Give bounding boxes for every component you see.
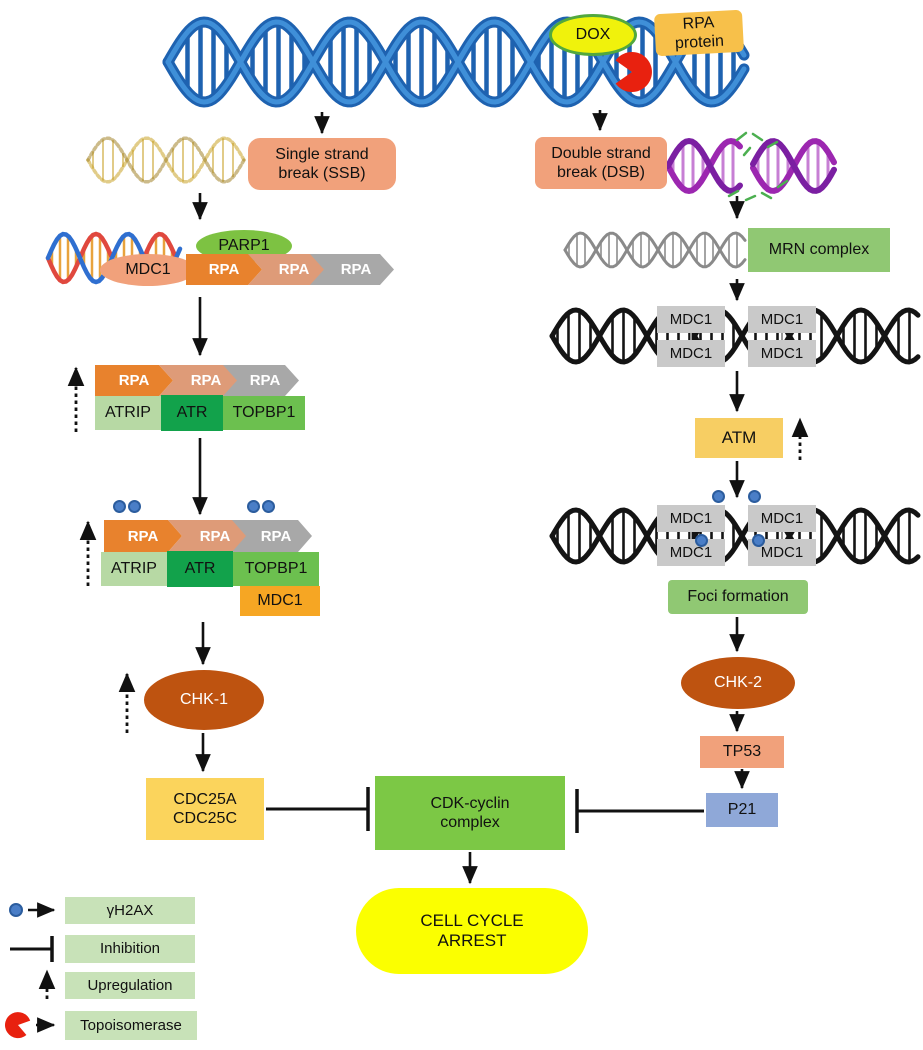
dsb-node: Double strand break (DSB) bbox=[535, 137, 667, 189]
cdk-cyclin-label: CDK-cyclin complex bbox=[430, 794, 510, 831]
cell-cycle-arrest-label: CELL CYCLE ARREST bbox=[420, 910, 524, 950]
legend-item-h2ax: γH2AX bbox=[65, 897, 195, 924]
rpa-chevron: RPA bbox=[104, 520, 182, 552]
mdc1-dna-helix-1 bbox=[549, 307, 921, 365]
dsb-label: Double strand break (DSB) bbox=[551, 144, 651, 181]
rpa-chevron: RPA bbox=[310, 254, 394, 285]
cdc25a-label: CDC25A bbox=[173, 790, 237, 808]
mdc1-box: MDC1 bbox=[657, 340, 725, 367]
flow-arrows bbox=[28, 110, 750, 1033]
cell-cycle-arrest-node: CELL CYCLE ARREST bbox=[356, 888, 588, 974]
h2ax-dot bbox=[262, 500, 275, 513]
top-dna-helix bbox=[162, 16, 750, 108]
mrn-complex-node: MRN complex bbox=[748, 228, 890, 272]
h2ax-dot bbox=[748, 490, 761, 503]
foci-formation-node: Foci formation bbox=[668, 580, 808, 614]
h2ax-dot bbox=[113, 500, 126, 513]
mdc1-dna-helix-2 bbox=[549, 507, 921, 565]
dna-debris bbox=[727, 131, 789, 202]
h2ax-dot bbox=[695, 534, 708, 547]
topoisomerase-icon bbox=[615, 52, 652, 92]
mdc1-node-complex: MDC1 bbox=[240, 586, 320, 616]
mdc1-connectors bbox=[690, 333, 783, 539]
ssb-label: Single strand break (SSB) bbox=[275, 145, 369, 182]
atm-node: ATM bbox=[695, 418, 783, 458]
cdk-cyclin-node: CDK-cyclin complex bbox=[375, 776, 565, 850]
chk2-node: CHK-2 bbox=[681, 657, 795, 709]
mdc1-box: MDC1 bbox=[748, 306, 816, 333]
chk1-node: CHK-1 bbox=[144, 670, 264, 730]
topoisomerase-icon bbox=[4, 1012, 31, 1039]
inhibition-lines bbox=[10, 787, 704, 962]
atr-node: ATR bbox=[167, 551, 233, 587]
dsb-dna-helix bbox=[665, 137, 837, 195]
topbp1-node: TOPBP1 bbox=[223, 396, 305, 430]
legend-item-upregulation: Upregulation bbox=[65, 972, 195, 999]
rpa-chevron: RPA bbox=[95, 365, 173, 396]
damaged-dna-helix bbox=[86, 136, 246, 184]
atrip-node: ATRIP bbox=[95, 396, 161, 430]
rpa-protein-label: RPA protein bbox=[674, 14, 725, 53]
h2ax-dot-legend bbox=[9, 903, 23, 917]
rpa-chevron: RPA bbox=[186, 254, 262, 285]
legend-item-inhibition: Inhibition bbox=[65, 935, 195, 963]
topbp1-node: TOPBP1 bbox=[233, 552, 319, 586]
mdc1-box: MDC1 bbox=[748, 340, 816, 367]
p21-node: P21 bbox=[706, 793, 778, 827]
h2ax-dot bbox=[752, 534, 765, 547]
atrip-node: ATRIP bbox=[101, 552, 167, 586]
h2ax-dot bbox=[247, 500, 260, 513]
cdc25-node: CDC25A CDC25C bbox=[146, 778, 264, 840]
mrn-dna-helix bbox=[563, 231, 747, 269]
topoisomerase-icons bbox=[4, 52, 652, 1039]
cdc25c-label: CDC25C bbox=[172, 810, 237, 827]
h2ax-dot bbox=[712, 490, 725, 503]
h2ax-dot bbox=[128, 500, 141, 513]
ssb-node: Single strand break (SSB) bbox=[248, 138, 396, 190]
legend-item-topoisomerase: Topoisomerase bbox=[65, 1011, 197, 1040]
rpa-protein-node: RPA protein bbox=[653, 9, 745, 57]
dox-node: DOX bbox=[549, 14, 637, 56]
atr-node: ATR bbox=[161, 395, 223, 431]
mdc1-box: MDC1 bbox=[748, 505, 816, 532]
mdc1-box: MDC1 bbox=[657, 505, 725, 532]
tp53-node: TP53 bbox=[700, 736, 784, 768]
mdc1-node-left: MDC1 bbox=[100, 254, 196, 286]
mdc1-box: MDC1 bbox=[657, 539, 725, 566]
upregulation-arrows bbox=[38, 366, 809, 999]
mdc1-box: MDC1 bbox=[657, 306, 725, 333]
